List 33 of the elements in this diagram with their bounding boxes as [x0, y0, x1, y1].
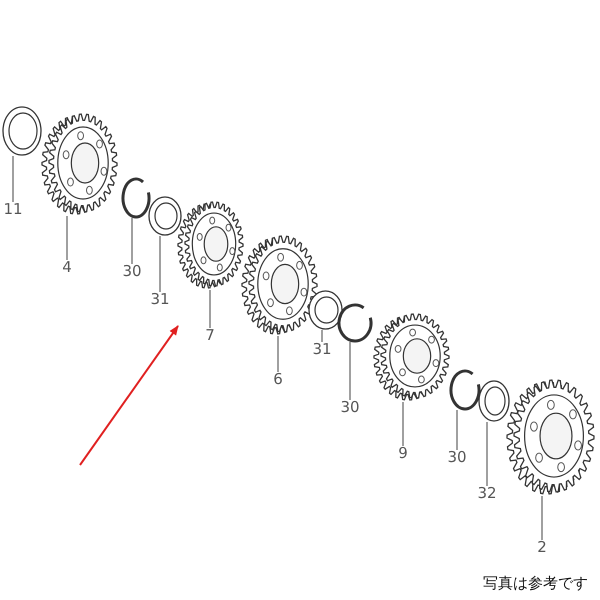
washer-drawing: [308, 290, 343, 330]
callout-number: 11: [3, 200, 23, 218]
callout-number: 30: [340, 398, 360, 416]
circlip-drawing: [122, 178, 150, 218]
leader-line: [349, 342, 351, 400]
callout-number: 30: [122, 262, 142, 280]
leader-line: [66, 216, 68, 260]
callout-number: 32: [477, 484, 497, 502]
callout-number: 4: [62, 258, 72, 276]
callout-number: 9: [398, 444, 408, 462]
leader-line: [12, 156, 14, 202]
arrow: [79, 325, 179, 466]
leader-line: [321, 330, 323, 342]
leader-line: [486, 422, 488, 486]
leader-line: [209, 290, 211, 328]
leader-line: [159, 236, 161, 292]
note: 写真は参考です: [483, 574, 588, 593]
washer-drawing: [478, 380, 510, 422]
leader-line: [131, 218, 133, 264]
callout-number: 6: [273, 370, 283, 388]
washer-drawing: [2, 106, 42, 156]
leader-line: [277, 336, 279, 372]
callout-number: 31: [312, 340, 332, 358]
leader-line: [456, 410, 458, 450]
callout-number: 31: [150, 290, 170, 308]
callout-number: 7: [205, 326, 215, 344]
leader-line: [541, 496, 543, 540]
callout-number: 2: [537, 538, 547, 556]
callout-number: 30: [447, 448, 467, 466]
leader-line: [402, 402, 404, 446]
circlip-drawing: [450, 370, 480, 410]
washer-drawing: [148, 196, 182, 236]
circlip-drawing: [338, 304, 372, 342]
